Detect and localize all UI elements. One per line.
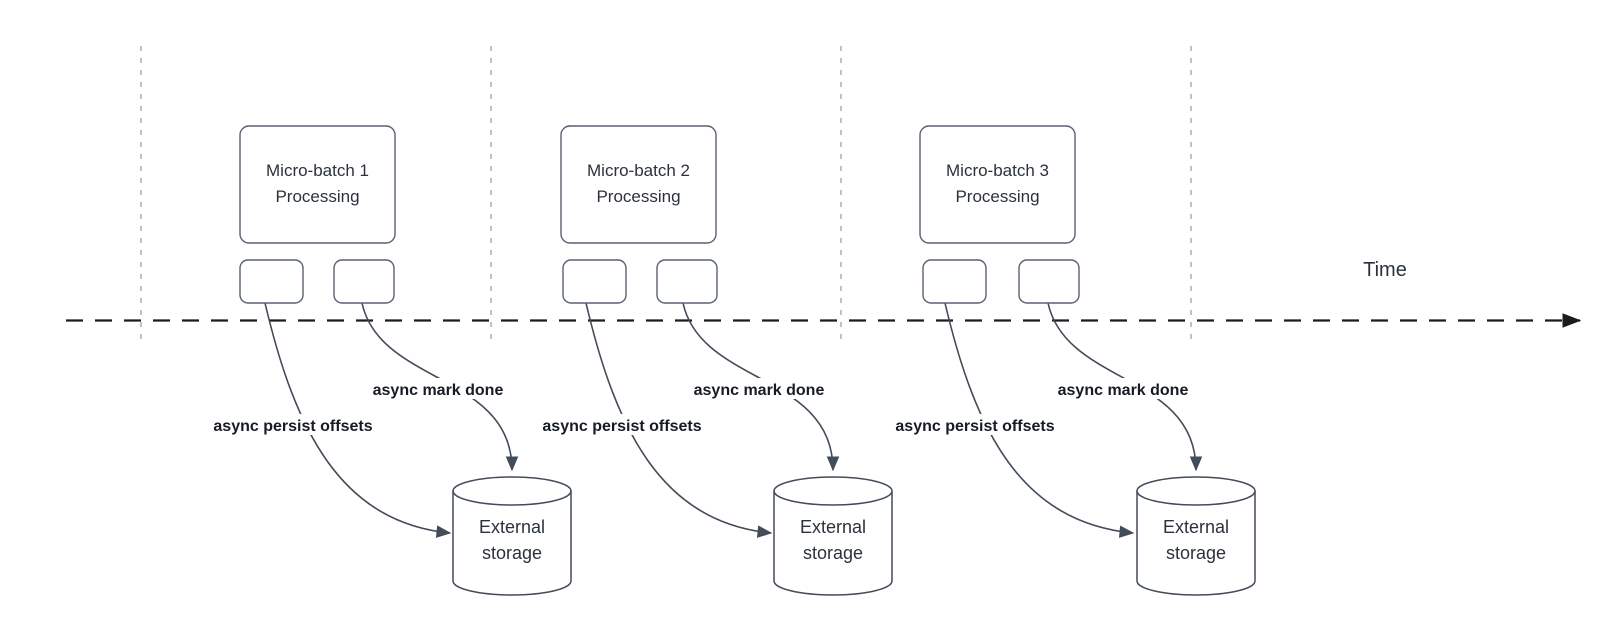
persist-offsets-label-bg — [876, 414, 1074, 435]
process-box-title: Micro-batch 2 — [587, 161, 690, 180]
external-storage-label-line2: storage — [482, 543, 542, 563]
process-box-title: Micro-batch 3 — [946, 161, 1049, 180]
process-box — [560, 125, 717, 244]
mark-done-label-bg — [684, 378, 834, 399]
mark-done-label: async mark done — [694, 382, 825, 399]
external-storage-label-line1: External — [1163, 517, 1229, 537]
process-box — [919, 125, 1076, 244]
mark-done-label: async mark done — [1058, 382, 1189, 399]
process-box-subtitle: Processing — [955, 187, 1039, 206]
process-box-subtitle: Processing — [596, 187, 680, 206]
external-storage-label-line2: storage — [803, 543, 863, 563]
persist-offsets-label: async persist offsets — [895, 418, 1054, 435]
mark-done-task-box — [656, 259, 718, 304]
persist-offsets-arrow — [264, 302, 450, 533]
mark-done-label-bg — [363, 378, 513, 399]
persist-offsets-task-box — [562, 259, 627, 304]
mark-done-label-bg — [1048, 378, 1198, 399]
mark-done-task-box — [333, 259, 395, 304]
mark-done-task-box — [1018, 259, 1080, 304]
microbatch-column-2: async persist offsets async mark done Mi… — [523, 125, 893, 596]
process-box-subtitle: Processing — [275, 187, 359, 206]
process-box-title: Micro-batch 1 — [266, 161, 369, 180]
persist-offsets-label: async persist offsets — [542, 418, 701, 435]
time-axis-label: Time — [1363, 259, 1407, 281]
persist-offsets-label: async persist offsets — [213, 418, 372, 435]
external-storage-cylinder: External storage — [1136, 476, 1256, 596]
persist-offsets-label-bg — [523, 414, 721, 435]
persist-offsets-arrow — [585, 302, 771, 533]
process-box — [239, 125, 396, 244]
external-storage-label-line1: External — [800, 517, 866, 537]
external-storage-label-line1: External — [479, 517, 545, 537]
external-storage-cylinder: External storage — [773, 476, 893, 596]
external-storage-cylinder: External storage — [452, 476, 572, 596]
persist-offsets-task-box — [239, 259, 304, 304]
persist-offsets-arrow — [944, 302, 1133, 533]
interval-guide-lines — [140, 46, 1192, 340]
external-storage-label-line2: storage — [1166, 543, 1226, 563]
microbatch-column-3: async persist offsets async mark done Mi… — [876, 125, 1256, 596]
persist-offsets-label-bg — [194, 414, 392, 435]
persist-offsets-task-box — [922, 259, 987, 304]
microbatch-column-1: async persist offsets async mark done Mi… — [194, 125, 572, 596]
mark-done-label: async mark done — [373, 382, 504, 399]
